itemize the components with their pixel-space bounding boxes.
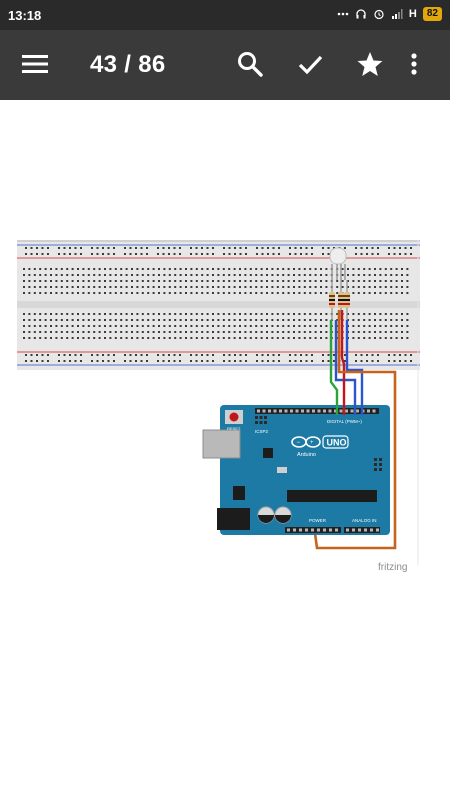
status-bar: 13:18 H 82 (0, 0, 450, 30)
analog-label: ANALOG IN (352, 518, 377, 523)
toolbar: 43 / 86 (0, 30, 450, 100)
status-icons: H 82 (337, 7, 442, 21)
battery-indicator: 82 (422, 7, 442, 21)
digital-label: DIGITAL (PWM~) (327, 419, 362, 424)
icsp2-header (255, 416, 267, 424)
wire-orange (312, 310, 397, 550)
circuit-diagram[interactable]: RESET ICSP2 DIGITAL (PWM~) − + UNO Ardui… (17, 240, 420, 572)
svg-text:−: − (297, 440, 301, 446)
wire-green (329, 320, 339, 418)
reset-label: RESET (227, 426, 241, 431)
breadboard-holes (23, 247, 412, 362)
breadboard (17, 240, 420, 370)
board-model-label: UNO (327, 438, 347, 448)
status-time: 13:18 (8, 8, 42, 23)
board-brand-label: Arduino (297, 452, 316, 458)
signal-icon (391, 9, 403, 19)
power-label: POWER (309, 518, 327, 523)
analog-header (346, 528, 379, 532)
wire-blue-2 (345, 320, 364, 418)
arduino-logo: − + (291, 436, 321, 448)
wire-blue-1 (334, 320, 357, 418)
wire-red (340, 310, 346, 418)
headset-icon (356, 9, 366, 19)
svg-text:+: + (310, 440, 314, 446)
icsp2-label: ICSP2 (255, 429, 269, 434)
rgb-led (329, 247, 347, 280)
star-icon[interactable] (356, 50, 384, 78)
resistor-3 (344, 280, 350, 320)
page-counter[interactable]: 43 / 86 (90, 51, 166, 78)
more-vert-icon[interactable] (408, 50, 420, 78)
alarm-icon (374, 9, 384, 20)
resistor-1 (329, 280, 335, 320)
check-icon[interactable] (296, 50, 324, 78)
arduino-uno-board: RESET ICSP2 DIGITAL (PWM~) − + UNO Ardui… (202, 405, 390, 535)
notification-dots-icon (337, 12, 349, 16)
document-page[interactable]: RESET ICSP2 DIGITAL (PWM~) − + UNO Ardui… (0, 100, 450, 800)
icsp-header (374, 458, 382, 471)
search-icon[interactable] (236, 50, 264, 78)
network-type-label: H (408, 8, 417, 20)
resistor-2 (338, 280, 344, 320)
fritzing-watermark: fritzing (378, 562, 407, 572)
hamburger-icon[interactable] (22, 53, 48, 75)
power-header (287, 528, 338, 532)
